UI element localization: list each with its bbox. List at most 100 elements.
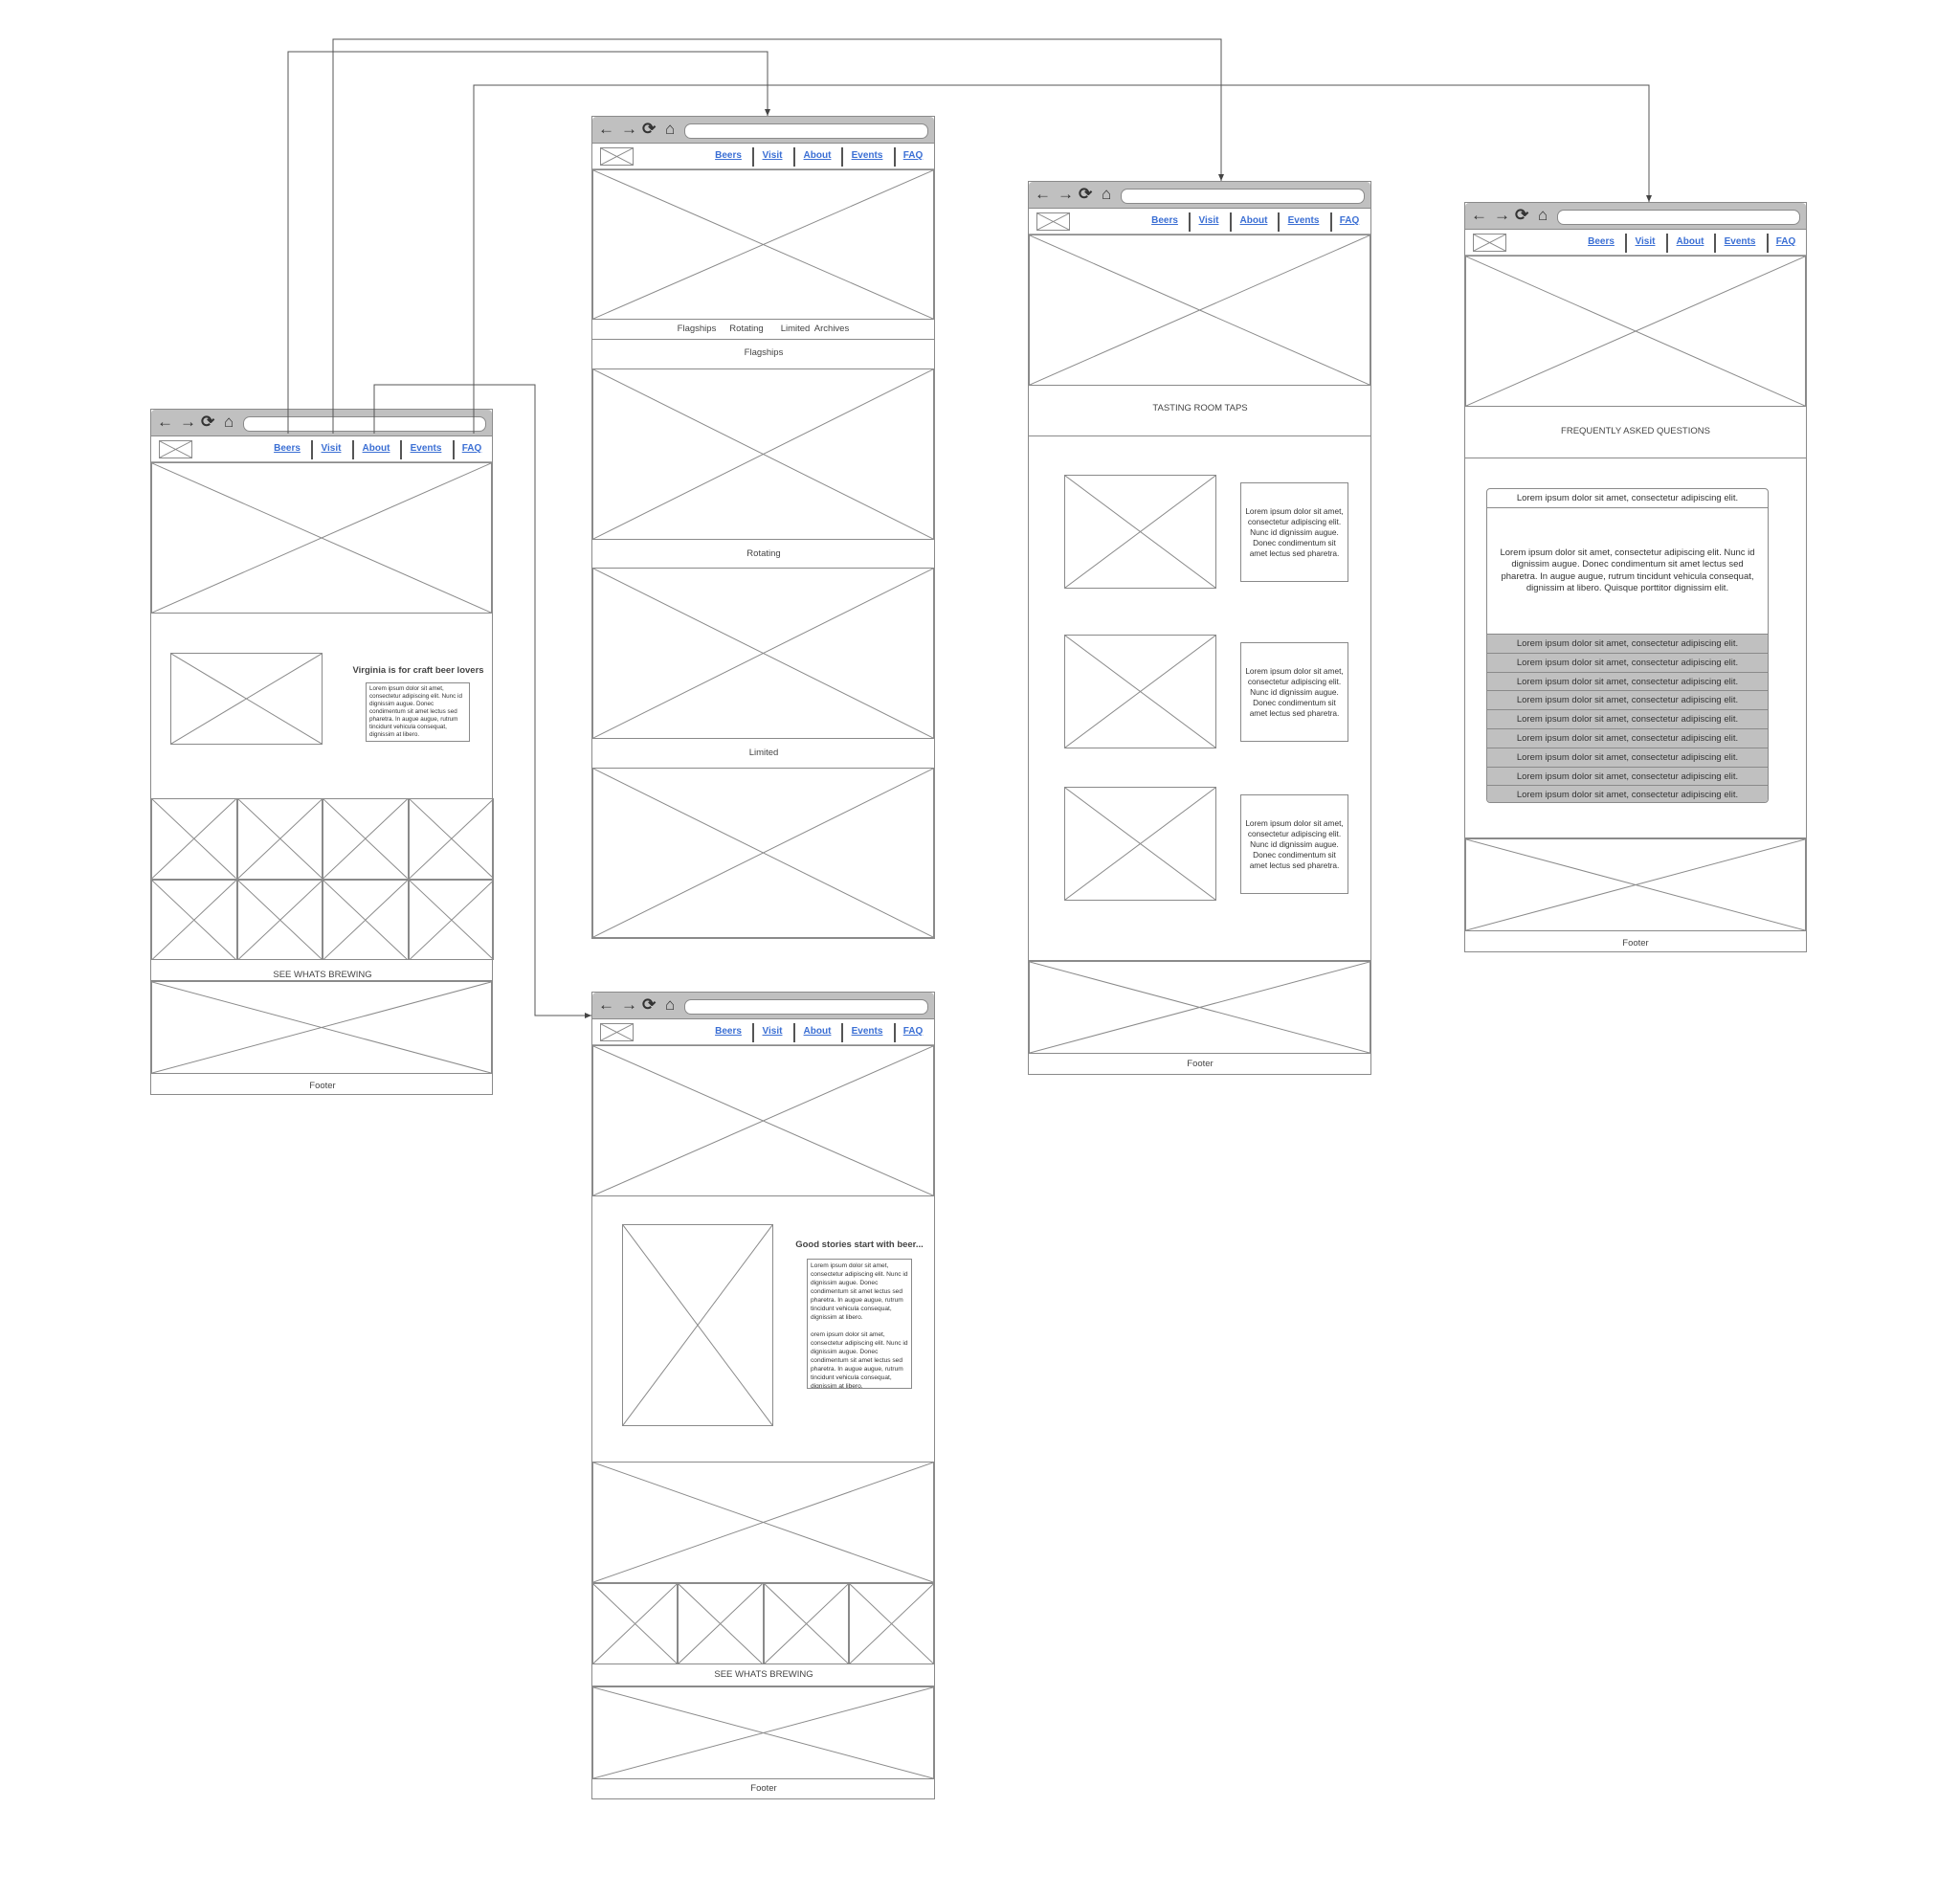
site-nav: Beers Visit About Events FAQ (151, 436, 492, 462)
see-whats-brewing-link[interactable]: SEE WHATS BREWING (273, 970, 372, 980)
nav-link-beers[interactable]: Beers (1588, 236, 1615, 247)
reload-icon[interactable]: ⟳ (1515, 206, 1529, 224)
back-arrow-icon[interactable]: ← (1035, 185, 1051, 203)
home-icon[interactable]: ⌂ (1102, 185, 1112, 203)
address-bar[interactable] (1121, 189, 1365, 204)
reload-icon[interactable]: ⟳ (201, 413, 215, 431)
forward-arrow-icon[interactable]: → (621, 995, 637, 1014)
section-divider (592, 339, 934, 340)
faq-question[interactable]: Lorem ipsum dolor sit amet, consectetur … (1487, 652, 1768, 672)
browser-chrome: ← → ⟳ ⌂ (1029, 182, 1370, 209)
section-title: FREQUENTLY ASKED QUESTIONS (1561, 426, 1710, 436)
faq-question-open[interactable]: Lorem ipsum dolor sit amet, consectetur … (1487, 489, 1768, 508)
back-arrow-icon[interactable]: ← (157, 413, 173, 431)
nav-link-visit[interactable]: Visit (321, 443, 342, 454)
section-title: TASTING ROOM TAPS (1152, 403, 1248, 413)
address-bar[interactable] (1557, 210, 1800, 225)
intro-image (170, 653, 323, 745)
beer-tab-3[interactable]: Archives (813, 324, 850, 334)
nav-separator (1230, 212, 1232, 232)
site-nav: Beers Visit About Events FAQ (592, 1019, 934, 1045)
nav-link-events[interactable]: Events (1287, 215, 1320, 226)
address-bar[interactable] (243, 416, 486, 432)
address-bar[interactable] (684, 999, 928, 1015)
beer-tab-1[interactable]: Rotating (729, 324, 764, 334)
hero-image (592, 1045, 934, 1196)
placeholder-cross-line (593, 1046, 933, 1195)
section-heading-rotating: Rotating (746, 548, 781, 559)
nav-link-events[interactable]: Events (1724, 236, 1756, 247)
faq-question[interactable]: Lorem ipsum dolor sit amet, consectetur … (1487, 747, 1768, 767)
tap-description-text: Lorem ipsum dolor sit amet, consectetur … (1245, 817, 1344, 870)
nav-link-visit[interactable]: Visit (1198, 215, 1219, 226)
nav-separator (1767, 234, 1769, 253)
see-whats-brewing-link[interactable]: SEE WHATS BREWING (714, 1669, 813, 1680)
nav-link-about[interactable]: About (803, 1026, 832, 1037)
home-icon[interactable]: ⌂ (224, 413, 234, 431)
placeholder-cross-line (171, 654, 322, 744)
faq-question[interactable]: Lorem ipsum dolor sit amet, consectetur … (1487, 690, 1768, 710)
nav-link-faq[interactable]: FAQ (1339, 215, 1360, 226)
beer-grid-image (323, 798, 409, 880)
reload-icon[interactable]: ⟳ (642, 995, 657, 1014)
nav-link-events[interactable]: Events (410, 443, 442, 454)
intro-heading: Virginia is for craft beer lovers (352, 665, 484, 676)
nav-link-visit[interactable]: Visit (1635, 236, 1656, 247)
forward-arrow-icon[interactable]: → (621, 120, 637, 138)
nav-link-visit[interactable]: Visit (762, 150, 783, 161)
nav-link-about[interactable]: About (1239, 215, 1268, 226)
home-icon[interactable]: ⌂ (665, 995, 676, 1014)
nav-separator (1189, 212, 1191, 232)
logo-placeholder (600, 1023, 634, 1041)
back-arrow-icon[interactable]: ← (598, 995, 614, 1014)
back-arrow-icon[interactable]: ← (598, 120, 614, 138)
nav-separator (841, 1023, 843, 1042)
nav-link-about[interactable]: About (362, 443, 390, 454)
nav-link-faq[interactable]: FAQ (1775, 236, 1796, 247)
nav-link-beers[interactable]: Beers (715, 1026, 742, 1037)
nav-link-faq[interactable]: FAQ (902, 150, 924, 161)
nav-link-faq[interactable]: FAQ (902, 1026, 924, 1037)
beer-grid-image (408, 879, 494, 960)
nav-link-events[interactable]: Events (851, 1026, 883, 1037)
beer-grid-image (151, 798, 237, 880)
beer-grid-image (323, 879, 409, 960)
footer-label: Footer (1187, 1059, 1214, 1069)
faq-question[interactable]: Lorem ipsum dolor sit amet, consectetur … (1487, 728, 1768, 748)
faq-question[interactable]: Lorem ipsum dolor sit amet, consectetur … (1487, 785, 1768, 802)
logo-placeholder (1473, 234, 1506, 252)
faq-question[interactable]: Lorem ipsum dolor sit amet, consectetur … (1487, 766, 1768, 786)
faq-question[interactable]: Lorem ipsum dolor sit amet, consectetur … (1487, 709, 1768, 729)
address-bar[interactable] (684, 123, 928, 139)
home-icon[interactable]: ⌂ (1538, 206, 1548, 224)
section-heading-limited: Limited (748, 748, 779, 758)
forward-arrow-icon[interactable]: → (180, 413, 196, 431)
back-arrow-icon[interactable]: ← (1471, 206, 1487, 224)
browser-chrome: ← → ⟳ ⌂ (592, 117, 934, 144)
forward-arrow-icon[interactable]: → (1494, 206, 1510, 224)
nav-link-visit[interactable]: Visit (762, 1026, 783, 1037)
home-icon[interactable]: ⌂ (665, 120, 676, 138)
placeholder-cross-line (765, 1584, 848, 1664)
faq-question[interactable]: Lorem ipsum dolor sit amet, consectetur … (1487, 634, 1768, 653)
nav-link-events[interactable]: Events (851, 150, 883, 161)
nav-link-beers[interactable]: Beers (1151, 215, 1178, 226)
faq-question[interactable]: Lorem ipsum dolor sit amet, consectetur … (1487, 671, 1768, 691)
nav-link-faq[interactable]: FAQ (461, 443, 482, 454)
beer-tab-0[interactable]: Flagships (677, 324, 717, 334)
forward-arrow-icon[interactable]: → (1058, 185, 1074, 203)
beer-grid-image (763, 1583, 849, 1664)
reload-icon[interactable]: ⟳ (642, 120, 657, 138)
nav-separator (352, 440, 354, 459)
site-nav: Beers Visit About Events FAQ (592, 144, 934, 169)
story-heading: Good stories start with beer... (795, 1239, 924, 1250)
nav-link-about[interactable]: About (803, 150, 832, 161)
beer-tab-2[interactable]: Limited (780, 324, 811, 334)
section-divider (1029, 435, 1370, 436)
hero-image (1029, 234, 1370, 386)
nav-link-beers[interactable]: Beers (715, 150, 742, 161)
reload-icon[interactable]: ⟳ (1079, 185, 1093, 203)
placeholder-cross-line (1030, 962, 1370, 1053)
nav-link-beers[interactable]: Beers (274, 443, 301, 454)
nav-link-about[interactable]: About (1676, 236, 1704, 247)
